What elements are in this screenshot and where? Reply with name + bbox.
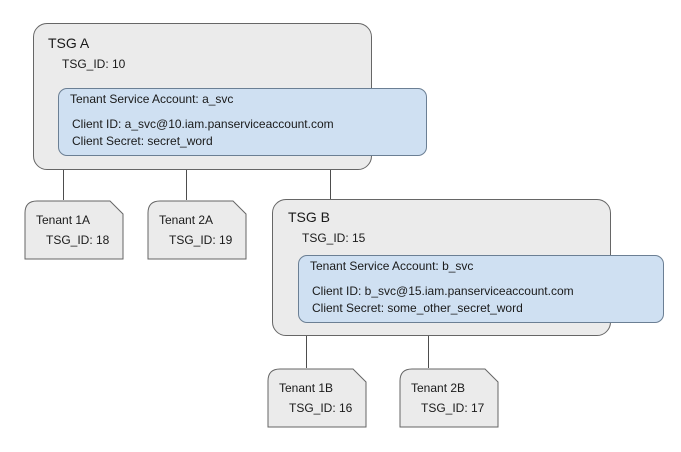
tenant-1a-shape bbox=[24, 200, 124, 260]
tsg-b-id: TSG_ID: 15 bbox=[302, 231, 366, 245]
tenant-1a-id: TSG_ID: 18 bbox=[46, 233, 110, 247]
tsg-a-title: TSG A bbox=[48, 35, 90, 51]
connector-tsg-b-to-tenant-1b bbox=[306, 336, 307, 368]
tenant-2b-id: TSG_ID: 17 bbox=[421, 401, 485, 415]
tenant-1a-name: Tenant 1A bbox=[36, 213, 91, 227]
tenant-2a-shape bbox=[147, 200, 247, 260]
connector-tsg-a-to-tsg-b bbox=[330, 170, 331, 200]
tenant-2b-name: Tenant 2B bbox=[411, 381, 466, 395]
tsg-b-title: TSG B bbox=[288, 209, 331, 225]
connector-tsg-b-to-tenant-2b bbox=[428, 336, 429, 368]
connector-tsg-a-to-tenant-1a bbox=[63, 170, 64, 200]
tsg-b-service-account-box[interactable] bbox=[298, 255, 664, 323]
tenant-1b-name: Tenant 1B bbox=[279, 381, 334, 395]
tsg-a-service-account-title: Tenant Service Account: a_svc bbox=[70, 92, 234, 106]
connector-tsg-a-to-tenant-2a bbox=[186, 170, 187, 200]
tenant-2b-shape bbox=[399, 368, 499, 428]
tsg-a-service-account-client-secret: Client Secret: secret_word bbox=[72, 134, 213, 148]
tsg-a-service-account-box[interactable] bbox=[58, 88, 427, 156]
tenant-node-2b[interactable]: Tenant 2B TSG_ID: 17 bbox=[399, 368, 499, 428]
tenant-node-1b[interactable]: Tenant 1B TSG_ID: 16 bbox=[267, 368, 367, 428]
tsg-a-id: TSG_ID: 10 bbox=[62, 57, 126, 71]
tsg-b-service-account-client-secret: Client Secret: some_other_secret_word bbox=[312, 301, 523, 315]
tsg-b-service-account-client-id: Client ID: b_svc@15.iam.panserviceaccoun… bbox=[312, 284, 574, 298]
tenant-2a-id: TSG_ID: 19 bbox=[169, 233, 233, 247]
tenant-2a-name: Tenant 2A bbox=[159, 213, 214, 227]
tsg-b-service-account-title: Tenant Service Account: b_svc bbox=[310, 259, 474, 273]
tsg-a-service-account-client-id: Client ID: a_svc@10.iam.panserviceaccoun… bbox=[72, 117, 334, 131]
tenant-node-1a[interactable]: Tenant 1A TSG_ID: 18 bbox=[24, 200, 124, 260]
tenant-1b-shape bbox=[267, 368, 367, 428]
tenant-1b-id: TSG_ID: 16 bbox=[289, 401, 353, 415]
tenant-node-2a[interactable]: Tenant 2A TSG_ID: 19 bbox=[147, 200, 247, 260]
